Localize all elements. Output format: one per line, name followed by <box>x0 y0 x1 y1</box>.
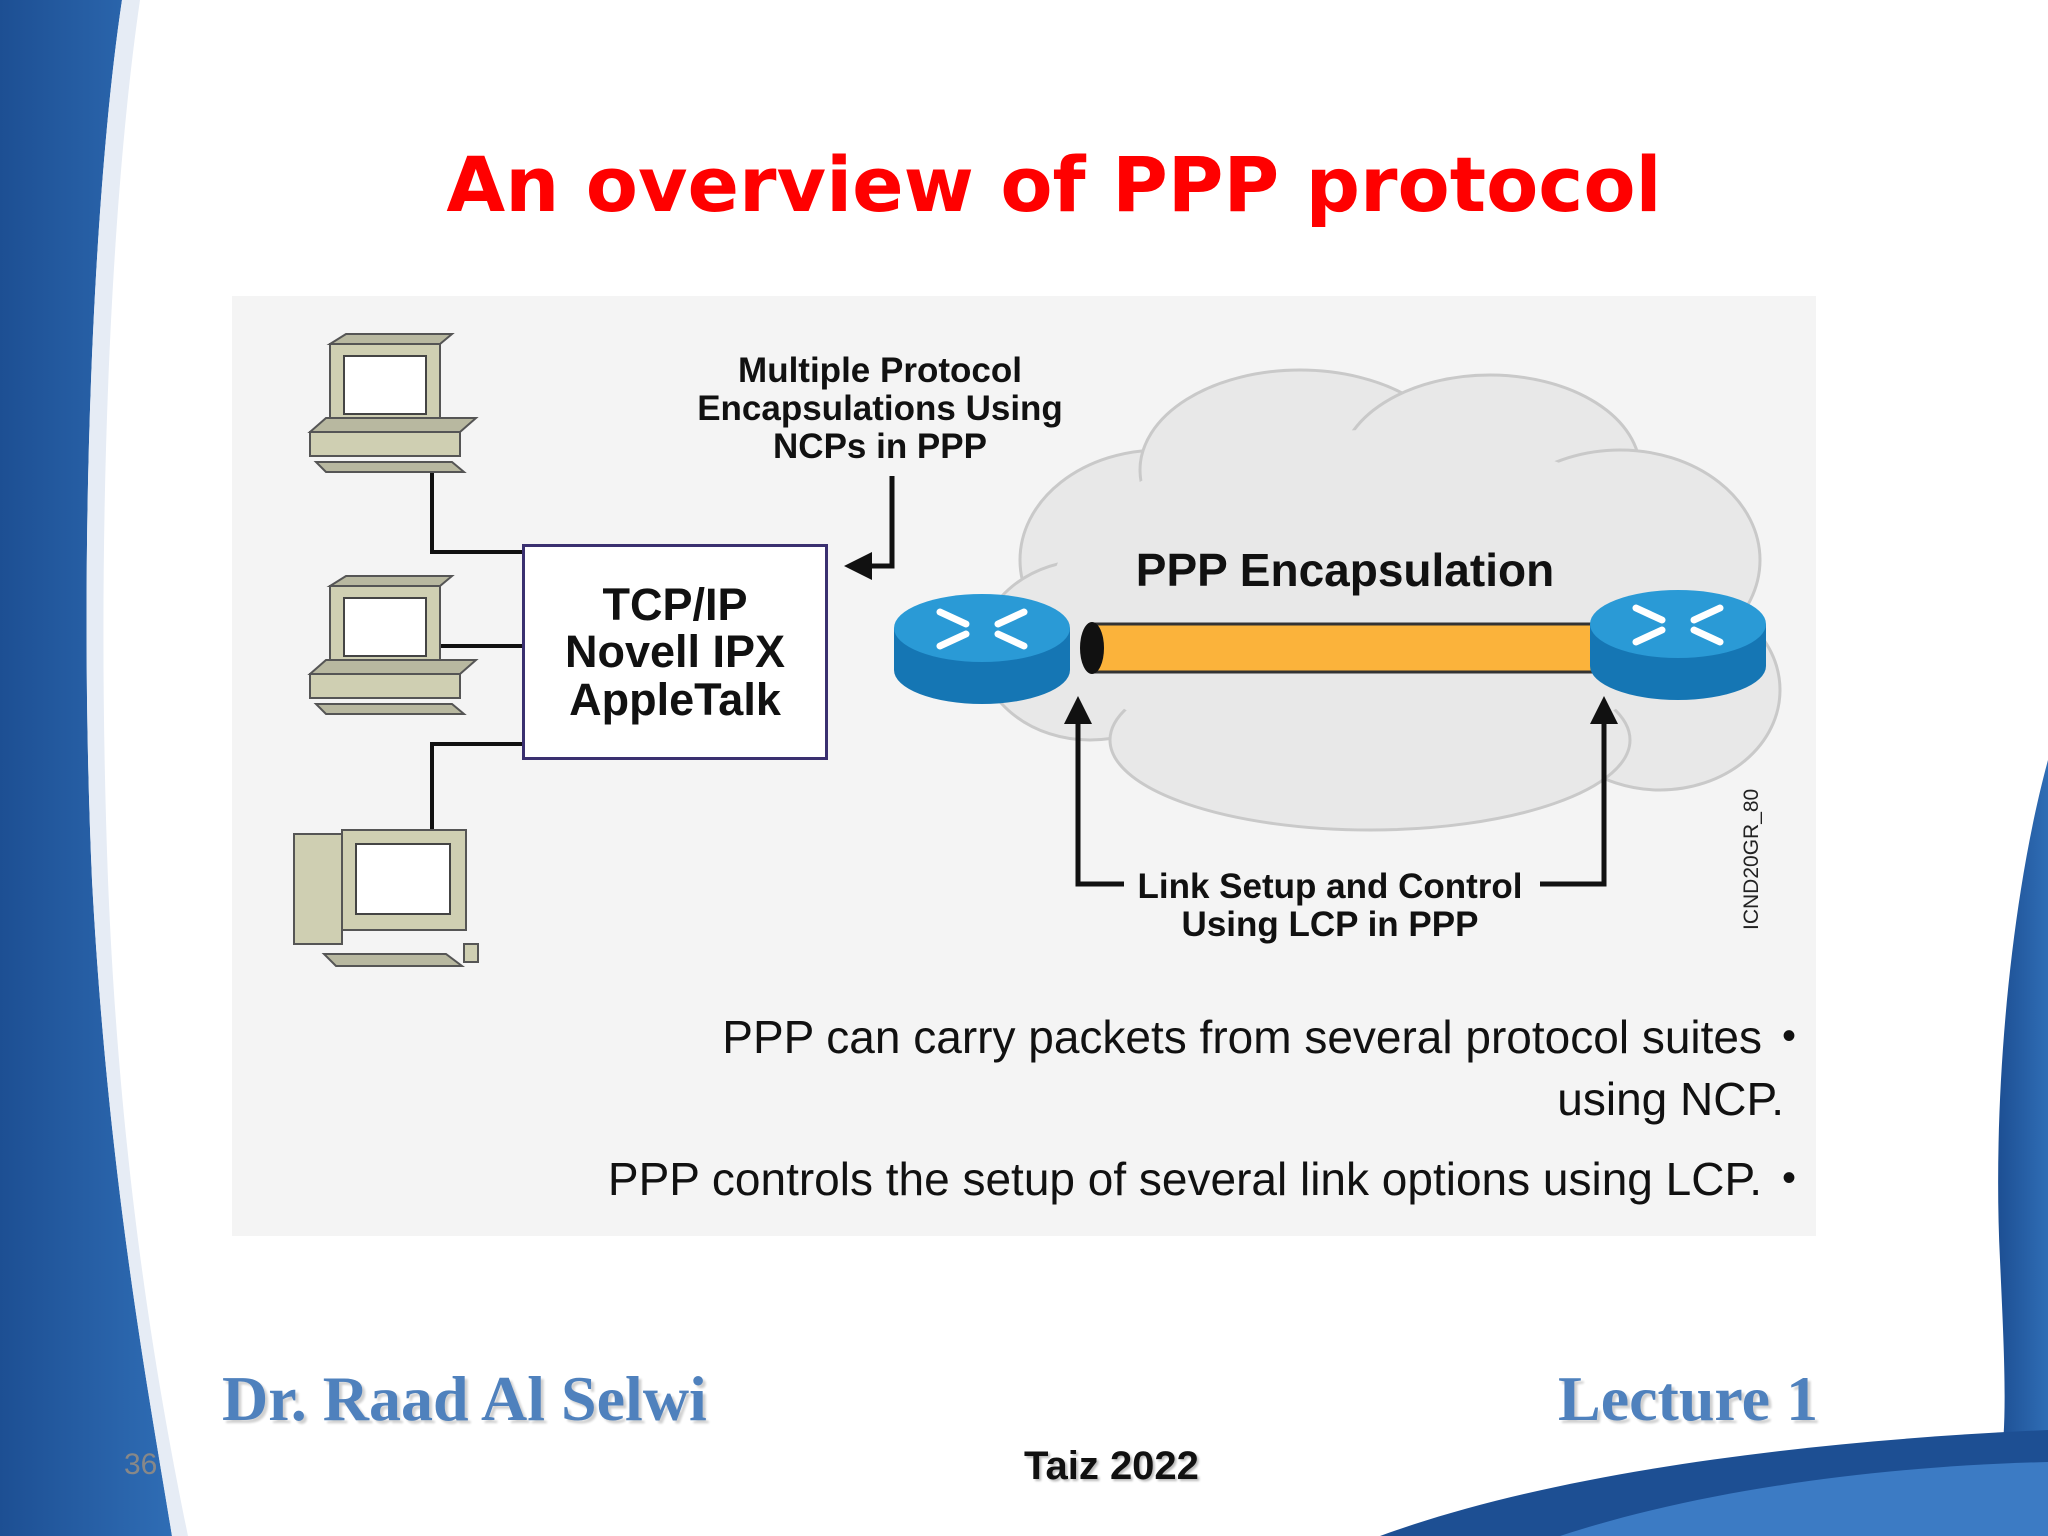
cloud-fill <box>1050 430 1690 770</box>
lcp-bracket <box>1075 720 1607 887</box>
ncp-label-line-3: NCPs in PPP <box>773 426 987 466</box>
protocol-appletalk: AppleTalk <box>569 673 781 725</box>
bullet-1-line-1: PPP can carry packets from several proto… <box>722 1011 1762 1063</box>
computer-icon-1 <box>307 333 479 473</box>
ncp-label: Multiple Protocol Encapsulations Using N… <box>660 352 1100 465</box>
bullet-1-line-2: using NCP. <box>1557 1073 1784 1126</box>
protocol-ipx: Novell IPX <box>564 626 786 678</box>
protocol-tcpip: TCP/IP <box>602 579 748 631</box>
lcp-label-line-1: Link Setup and Control <box>1137 867 1523 906</box>
lcp-arrowhead-left <box>1064 696 1092 724</box>
router-left-icon <box>894 594 1070 704</box>
lcp-arrowhead-right <box>1590 696 1618 724</box>
author-name: Dr. Raad Al Selwi <box>222 1363 707 1434</box>
lcp-label-line-2: Using LCP in PPP <box>1181 904 1479 944</box>
bullet-2-line-1: PPP controls the setup of several link o… <box>607 1153 1762 1205</box>
bullet-dot-1: • <box>1782 1014 1797 1058</box>
lcp-label: Link Setup and Control Using LCP in PPP <box>1110 868 1550 944</box>
left-frame-band <box>0 0 172 1536</box>
pc-connection-lines <box>430 470 522 830</box>
computer-icon-2 <box>307 575 479 715</box>
slide-title: An overview of PPP protocol <box>446 140 1662 229</box>
ncp-label-line-2: Encapsulations Using <box>697 388 1063 428</box>
router-right-icon <box>1590 590 1766 700</box>
right-frame-band <box>1998 760 2048 1470</box>
ncp-label-line-1: Multiple Protocol <box>738 351 1022 390</box>
computer-icon-3 <box>293 829 479 967</box>
page-number: 36 <box>124 1448 158 1481</box>
bullet-1: PPP can carry packets from several proto… <box>722 1006 1784 1130</box>
location-year: Taiz 2022 <box>1024 1444 1199 1488</box>
figure-code: ICND20GR_80 <box>1740 788 1763 930</box>
bottom-wave-light <box>1560 1462 2048 1536</box>
ppp-link <box>1090 622 1608 674</box>
ppp-link-end <box>1080 622 1104 674</box>
encapsulation-label: PPP Encapsulation <box>1135 544 1555 596</box>
bullet-2: PPP controls the setup of several link o… <box>608 1148 1762 1210</box>
protocol-stack-box: TCP/IP Novell IPX AppleTalk <box>522 544 828 760</box>
ncp-arrow-line <box>866 476 895 569</box>
bullet-dot-2: • <box>1782 1156 1797 1200</box>
lecture-label: Lecture 1 <box>1558 1363 1819 1434</box>
ncp-arrowhead <box>844 552 872 580</box>
